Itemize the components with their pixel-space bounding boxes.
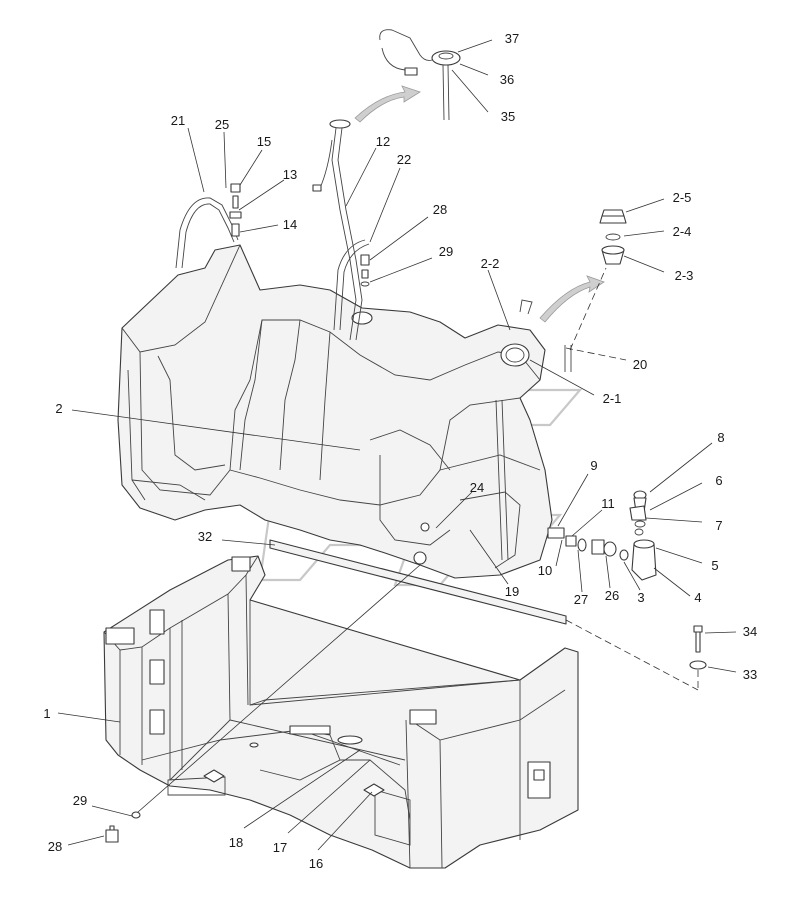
callout-label: 8 xyxy=(717,430,724,445)
callout-label: 37 xyxy=(505,31,519,46)
callout-label: 29 xyxy=(73,793,87,808)
callout-label: 24 xyxy=(470,480,484,495)
callout-label: 20 xyxy=(633,357,647,372)
callout-label: 3 xyxy=(637,590,644,605)
callout-label: 2-2 xyxy=(481,256,500,271)
callout-label: 14 xyxy=(283,217,297,232)
breather-hose xyxy=(175,183,242,269)
mount-bolt xyxy=(689,625,707,670)
callout-label: 11 xyxy=(601,496,615,511)
callout-label: 10 xyxy=(538,563,552,578)
callout-label: 33 xyxy=(743,667,757,682)
callout-label: 22 xyxy=(397,152,411,167)
callout-label: 5 xyxy=(711,558,718,573)
callout-label: 27 xyxy=(574,592,588,607)
tank-strap xyxy=(495,399,509,561)
callout-label: 13 xyxy=(283,167,297,182)
callout-label: 2-5 xyxy=(673,190,692,205)
callout-label: 29 xyxy=(439,244,453,259)
fuel-tank xyxy=(117,244,553,579)
callout-label: 32 xyxy=(198,529,212,544)
callout-label: 26 xyxy=(605,588,619,603)
callout-label: 4 xyxy=(694,590,701,605)
level-sensor xyxy=(312,119,363,341)
callout-label: 6 xyxy=(715,473,722,488)
callout-label: 2-3 xyxy=(675,268,694,283)
callout-label: 28 xyxy=(433,202,447,217)
callout-label: 17 xyxy=(273,840,287,855)
rubber-strip xyxy=(269,539,567,625)
callout-label: 9 xyxy=(590,458,597,473)
callout-label: 18 xyxy=(229,835,243,850)
callout-label: 21 xyxy=(171,113,185,128)
callout-label: 2 xyxy=(55,401,62,416)
callout-label: 12 xyxy=(376,134,390,149)
callout-label: 15 xyxy=(257,134,271,149)
drain-plug xyxy=(105,811,141,843)
callout-label: 34 xyxy=(743,624,757,639)
vent-tube xyxy=(519,299,572,372)
callout-label: 2-1 xyxy=(603,391,622,406)
callout-label: 1 xyxy=(43,706,50,721)
callout-label: 28 xyxy=(48,839,62,854)
callout-label: 25 xyxy=(215,117,229,132)
callout-label: 36 xyxy=(500,72,514,87)
outlet-fittings xyxy=(547,490,657,581)
callout-label: 35 xyxy=(501,109,515,124)
sender-detail xyxy=(354,29,461,123)
callout-label: 16 xyxy=(309,856,323,871)
filler-neck xyxy=(539,209,627,323)
callout-label: 2-4 xyxy=(673,224,692,239)
return-line xyxy=(333,239,370,331)
tank-box xyxy=(103,555,579,869)
leader-lines xyxy=(57,39,737,851)
callout-label: 7 xyxy=(715,518,722,533)
callout-label: 19 xyxy=(505,584,519,599)
